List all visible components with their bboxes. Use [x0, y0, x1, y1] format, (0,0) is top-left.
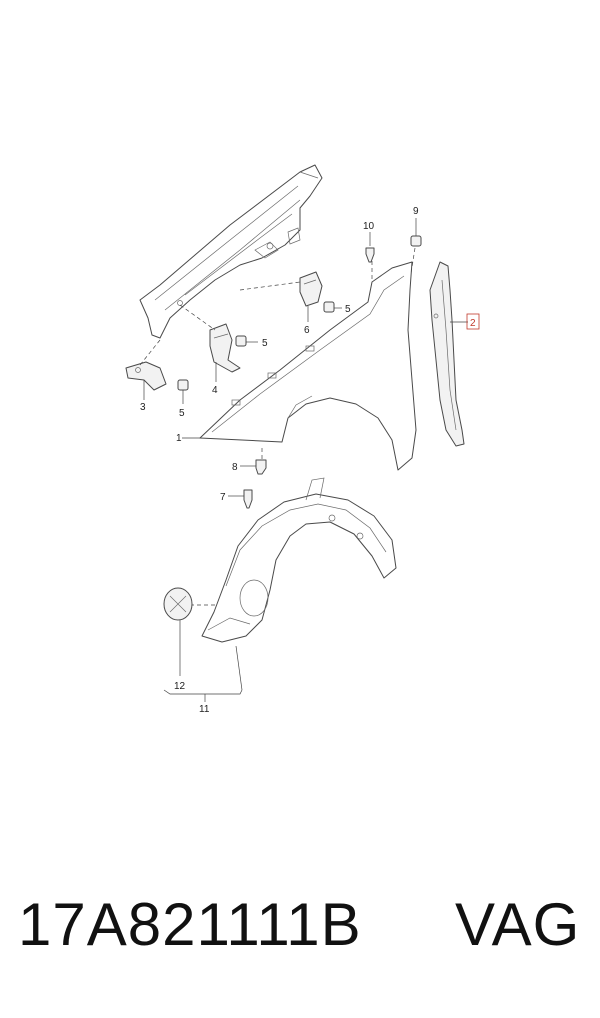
bracket-3: [125, 361, 167, 400]
part-number: 17A821111B: [18, 891, 362, 958]
callout-12: 12: [174, 681, 186, 692]
callout-5a: 5: [262, 338, 268, 349]
cover-12: [163, 587, 193, 676]
bracket-6: [299, 271, 323, 322]
clip-nut-5b: [323, 301, 342, 313]
clip-nut-5a: [235, 335, 258, 347]
callout-4: 4: [212, 385, 218, 396]
group-bracket-11: [163, 645, 243, 702]
footer: 17A821111B VAG: [0, 890, 600, 980]
bolt-10: [365, 232, 375, 263]
alignment-lines: [139, 247, 416, 606]
callout-6: 6: [304, 325, 310, 336]
callout-7: 7: [220, 492, 226, 503]
clip-9: [410, 218, 422, 247]
screw-7: [228, 489, 253, 509]
wheelarch-liner-11: [201, 477, 397, 643]
callout-9: 9: [413, 206, 419, 217]
callout-5b: 5: [345, 304, 351, 315]
callout-1: 1: [176, 433, 182, 444]
callout-5c: 5: [179, 408, 185, 419]
callout-8: 8: [232, 462, 238, 473]
callout-10: 10: [363, 221, 375, 232]
fender-1: [182, 261, 417, 471]
bracket-4: [209, 323, 241, 382]
seal-strip-2: [429, 261, 468, 447]
callout-11: 11: [199, 704, 210, 715]
callout-2: 2: [470, 318, 476, 329]
brand-label: VAG: [455, 891, 581, 958]
clip-8: [240, 459, 267, 475]
callout-3: 3: [140, 402, 146, 413]
frame-rail: [139, 164, 323, 339]
callout-2-highlight-box: [466, 313, 480, 330]
clip-nut-5c: [177, 379, 189, 404]
parts-exploded-diagram: 1 2 3 4 5 5 5 6 7 8 9 10 11 12: [125, 164, 480, 715]
